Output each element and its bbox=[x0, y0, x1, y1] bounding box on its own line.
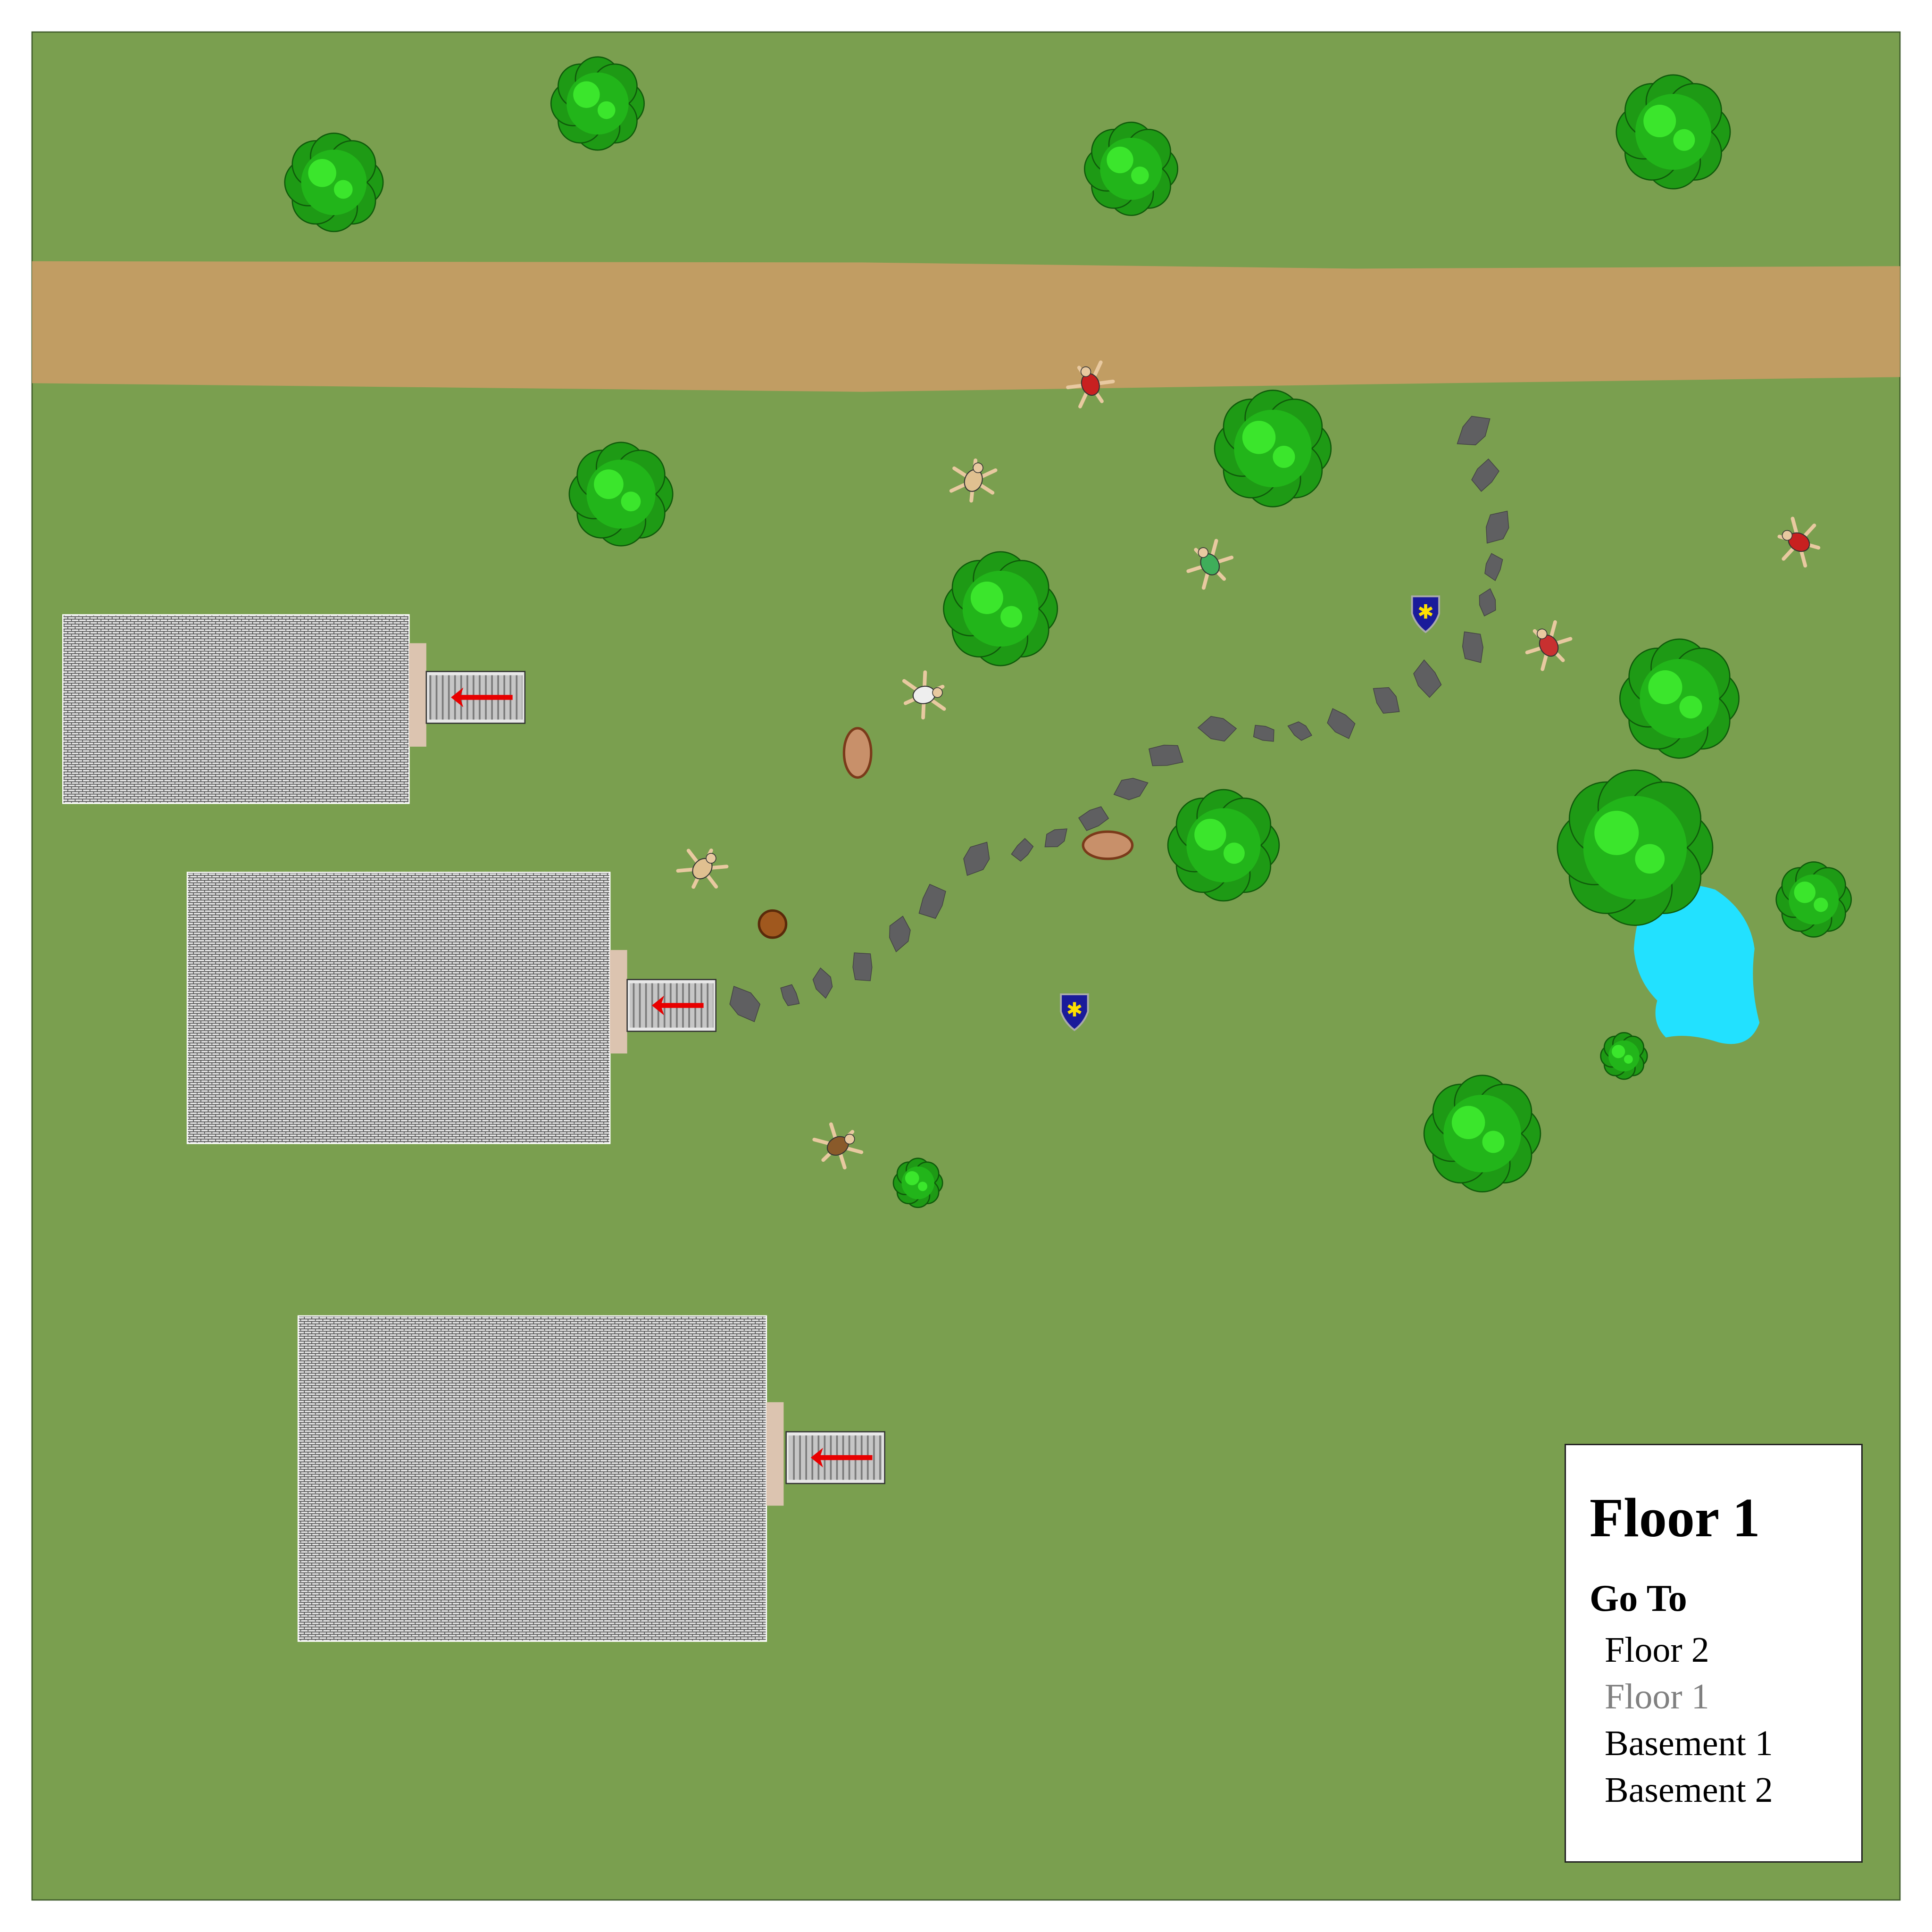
tree bbox=[1616, 74, 1731, 190]
stepping-stone bbox=[963, 841, 990, 876]
tree bbox=[943, 551, 1058, 666]
tree bbox=[568, 441, 674, 547]
wooden-shield-prop bbox=[842, 727, 873, 779]
stair-landing bbox=[610, 950, 627, 1054]
tree bbox=[892, 1158, 943, 1208]
stepping-stone bbox=[1486, 510, 1509, 544]
skeleton-token[interactable] bbox=[901, 670, 948, 720]
building-1 bbox=[62, 614, 526, 804]
stepping-stone bbox=[852, 952, 873, 982]
villager-token[interactable] bbox=[946, 454, 1001, 507]
soldier-token[interactable] bbox=[1063, 358, 1118, 411]
building-roof bbox=[62, 614, 410, 804]
stepping-stone bbox=[1113, 778, 1149, 800]
stepping-stone bbox=[1457, 416, 1491, 446]
stepping-stone bbox=[889, 916, 911, 952]
tree bbox=[1214, 390, 1332, 508]
goto-basement-2[interactable]: Basement 2 bbox=[1605, 1770, 1773, 1810]
stair-landing bbox=[409, 643, 426, 747]
building-2 bbox=[186, 872, 717, 1144]
ranger-token[interactable] bbox=[1181, 536, 1239, 592]
tree bbox=[550, 56, 645, 151]
stepping-stone bbox=[1462, 631, 1483, 663]
stepping-stone bbox=[1471, 458, 1500, 492]
floor-list: Floor 2 Floor 1 Basement 1 Basement 2 bbox=[1605, 1627, 1773, 1814]
stepping-stone bbox=[1148, 744, 1184, 766]
dirt-road bbox=[32, 261, 1900, 392]
red-arrow-icon bbox=[451, 687, 513, 708]
building-roof bbox=[297, 1315, 767, 1642]
tree bbox=[1619, 638, 1740, 759]
stepping-stone bbox=[1373, 687, 1400, 714]
stepping-stone bbox=[1327, 708, 1356, 739]
stepping-stone bbox=[918, 883, 946, 919]
floor-navigation-panel: Floor 1 Go To Floor 2 Floor 1 Basement 1… bbox=[1565, 1444, 1863, 1863]
current-floor-title: Floor 1 bbox=[1590, 1487, 1760, 1549]
soldier-token[interactable] bbox=[1771, 513, 1827, 571]
pond bbox=[1633, 884, 1760, 1044]
stepping-stone bbox=[1044, 828, 1067, 848]
tree bbox=[1083, 121, 1179, 216]
building-roof bbox=[186, 872, 611, 1144]
tree bbox=[1600, 1032, 1648, 1080]
stepping-stone bbox=[812, 967, 833, 999]
staircase-down[interactable] bbox=[626, 979, 717, 1032]
red-arrow-icon bbox=[810, 1448, 873, 1468]
goto-floor-2[interactable]: Floor 2 bbox=[1605, 1630, 1709, 1670]
wooden-shield-prop bbox=[1082, 830, 1134, 860]
staircase-down[interactable] bbox=[425, 671, 526, 724]
goto-heading: Go To bbox=[1590, 1578, 1687, 1619]
svg-text:✱: ✱ bbox=[1066, 998, 1083, 1021]
tree bbox=[1423, 1074, 1541, 1192]
shield-marker-icon[interactable]: ✱ bbox=[1060, 993, 1089, 1032]
staircase-down[interactable] bbox=[785, 1431, 885, 1484]
stair-landing bbox=[766, 1402, 784, 1506]
stepping-stone bbox=[780, 984, 800, 1006]
shield-marker-icon[interactable]: ✱ bbox=[1411, 595, 1441, 633]
stepping-stone bbox=[1287, 721, 1313, 741]
stepping-stone bbox=[1197, 716, 1237, 742]
bandit-token[interactable] bbox=[810, 1117, 866, 1175]
tree bbox=[1167, 789, 1280, 902]
barrel-prop bbox=[758, 909, 788, 939]
stepping-stone bbox=[1479, 588, 1496, 616]
building-3 bbox=[297, 1315, 885, 1642]
tree bbox=[1775, 861, 1852, 938]
goto-basement-1[interactable]: Basement 1 bbox=[1605, 1724, 1773, 1763]
stepping-stone bbox=[729, 986, 761, 1023]
stepping-stone bbox=[1253, 724, 1274, 742]
stepping-stone bbox=[1078, 806, 1109, 831]
tree bbox=[284, 133, 384, 233]
tree bbox=[1557, 769, 1714, 926]
svg-text:✱: ✱ bbox=[1417, 600, 1434, 623]
red-arrow-icon bbox=[651, 995, 704, 1016]
goto-floor-1-current: Floor 1 bbox=[1605, 1677, 1709, 1716]
soldier-token[interactable] bbox=[1520, 617, 1578, 674]
stepping-stone bbox=[1011, 838, 1034, 862]
villager-token[interactable] bbox=[673, 839, 732, 898]
stepping-stone bbox=[1413, 659, 1442, 698]
stepping-stone bbox=[1484, 553, 1503, 582]
